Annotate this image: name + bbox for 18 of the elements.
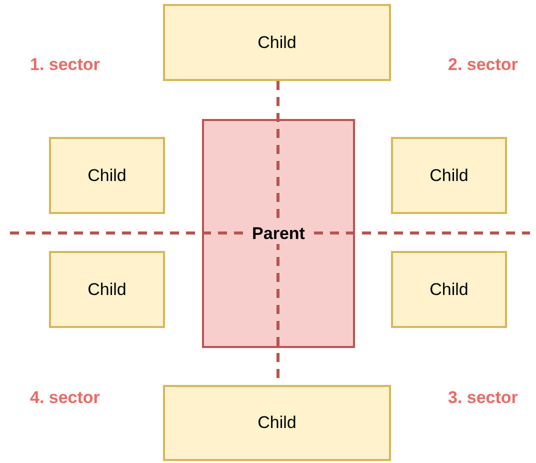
parent-box xyxy=(202,119,355,348)
node-label: Child xyxy=(430,166,468,186)
child-box xyxy=(391,137,507,214)
sector-label: 3. sector xyxy=(448,388,518,408)
sector-label: 2. sector xyxy=(448,55,518,75)
child-box xyxy=(49,137,165,214)
child-box xyxy=(163,4,391,81)
node-label: Child xyxy=(430,280,468,300)
child-box xyxy=(49,251,165,328)
sector-label: 4. sector xyxy=(30,388,100,408)
node-label: Child xyxy=(258,32,296,52)
child-box xyxy=(391,251,507,328)
node-label: Parent xyxy=(250,224,307,244)
node-label: Child xyxy=(88,280,126,300)
node-label: Child xyxy=(258,413,296,433)
child-box xyxy=(163,385,391,461)
node-label: Child xyxy=(88,166,126,186)
sector-label: 1. sector xyxy=(30,55,100,75)
